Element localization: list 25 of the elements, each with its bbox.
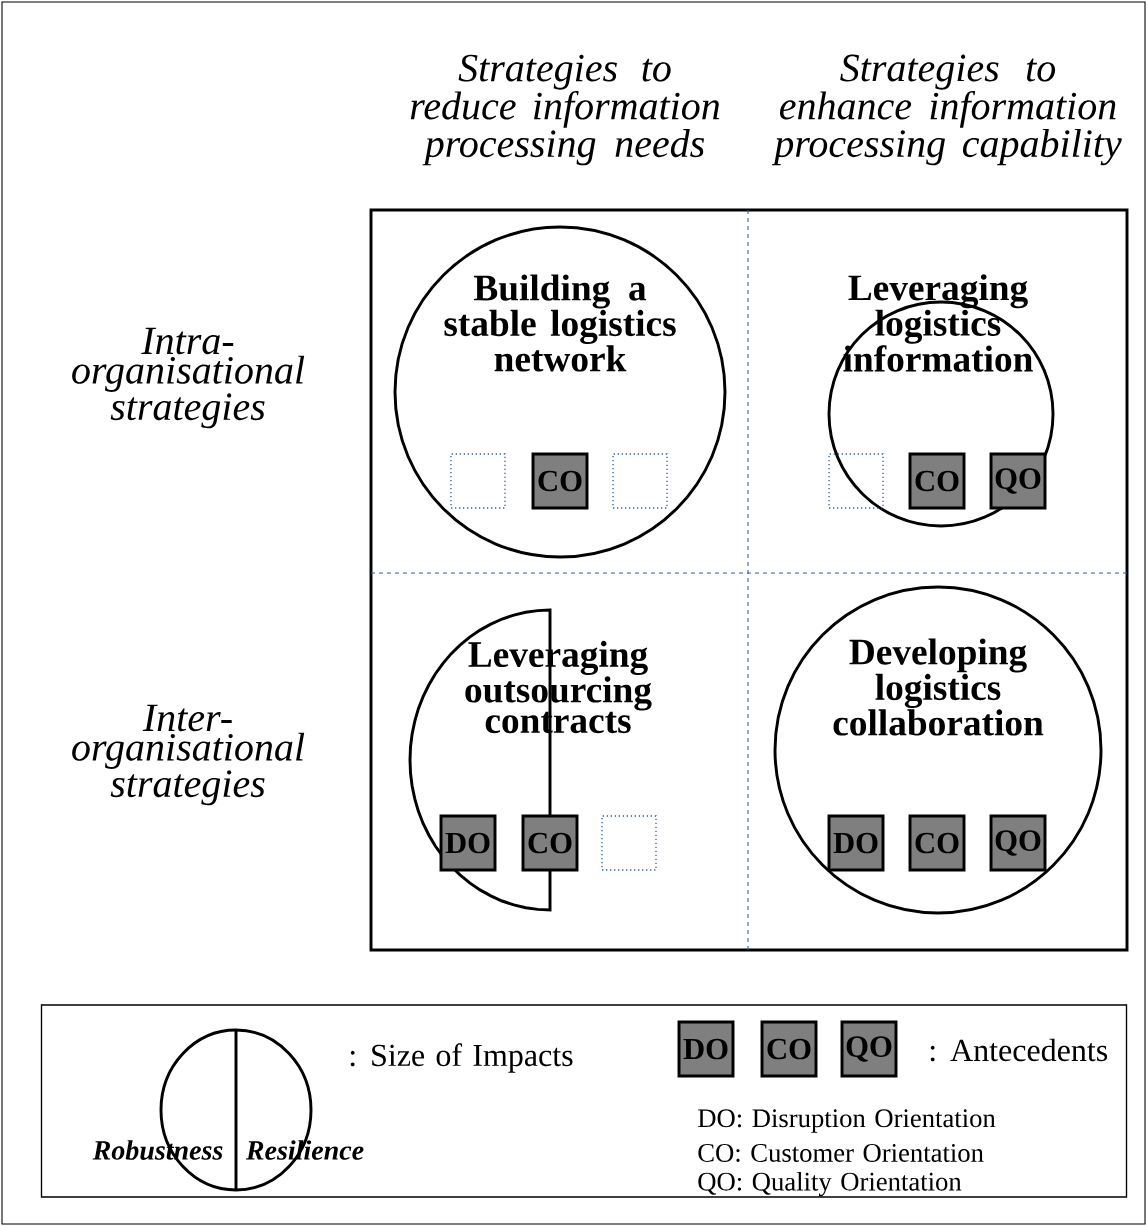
antecedent-box: DO [439, 814, 497, 872]
empty-box [450, 453, 506, 509]
legend-box [40, 1004, 1128, 1198]
antecedent-box: CO [908, 452, 966, 510]
row-heading: Inter-organisational strategies [72, 704, 305, 806]
antecedent-box: CO [908, 814, 966, 872]
antecedent-box: DO [827, 814, 885, 872]
antecedent-box: CO [521, 814, 579, 872]
definition-text: QO: Quality Orientation [698, 1171, 962, 1197]
column-heading: Strategies to reduce information processing needs [410, 54, 720, 166]
empty-box [601, 815, 657, 871]
antecedent-box: QO [989, 814, 1047, 872]
empty-box [828, 453, 884, 509]
definition-text: DO: Disruption Orientation [698, 1109, 996, 1133]
antecedent-box: QO [840, 1020, 898, 1078]
legend-text: : Antecedents [930, 1038, 1108, 1062]
antecedent-box: QO [989, 452, 1047, 510]
antecedent-box: CO [531, 452, 589, 510]
empty-box [612, 453, 668, 509]
antecedent-box: DO [677, 1020, 735, 1078]
row-heading: Intra-organisational strategies [72, 327, 305, 429]
column-heading: Strategies to enhance information processing capability [771, 54, 1122, 166]
antecedent-box: CO [760, 1020, 818, 1078]
legend-text: : Size of Impacts [350, 1043, 573, 1073]
definition-text: CO: Customer Orientation [698, 1144, 984, 1163]
